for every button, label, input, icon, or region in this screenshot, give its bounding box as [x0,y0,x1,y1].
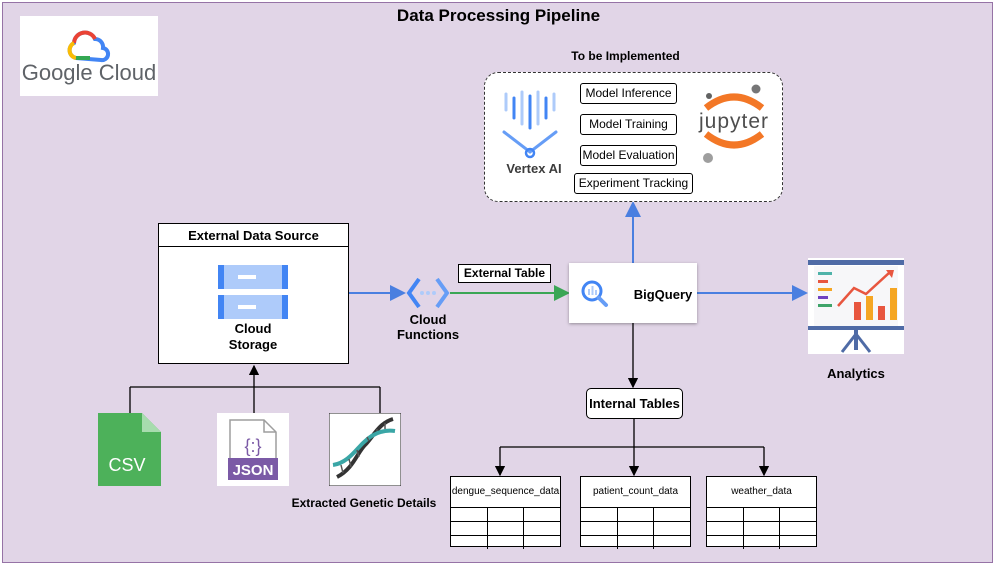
table-title: dengue_sequence_data [451,477,560,508]
table-patient-count-data: patient_count_data [580,476,691,549]
jupyter-label: jupyter [698,110,770,133]
cloud-storage-label-2: Storage [228,337,278,352]
json-file-icon: {:} [228,419,278,480]
dna-icon [329,413,401,486]
vertex-ai-icon [502,90,558,159]
csv-file-icon [98,413,161,486]
cloud-functions-label-1: Cloud [409,312,447,327]
json-label: JSON [232,462,274,479]
cloud-storage-label-1: Cloud [234,321,272,336]
bigquery-box [569,263,697,323]
table-weather-data: weather_data [706,476,817,549]
csv-label: CSV [108,455,146,475]
future-label: To be Implemented [571,49,680,63]
table-dengue-sequence-data: dengue_sequence_data [450,476,561,549]
external-data-source-header [158,223,349,247]
cloud-functions-icon [406,277,450,309]
task-model-inference: Model Inference [580,83,677,104]
internal-tables-label: Internal Tables [586,388,683,419]
google-cloud-icon [67,30,111,63]
cloud-storage-icon [218,265,288,319]
diagram-title: Data Processing Pipeline [396,6,601,25]
bigquery-icon [581,280,608,307]
analytics-icon [808,258,904,354]
genetic-details-label: Extracted Genetic Details [291,496,437,510]
svg-text:{:}: {:} [244,436,261,456]
task-model-training: Model Training [580,114,677,135]
task-experiment-tracking: Experiment Tracking [574,173,693,194]
bigquery-label: BigQuery [633,287,693,302]
google-cloud-logo: Google Cloud [20,16,158,96]
external-table-label: External Table [458,264,551,283]
analytics-label: Analytics [827,366,885,381]
table-title: weather_data [707,477,816,508]
cloud-functions-label-2: Functions [396,327,460,342]
task-model-evaluation: Model Evaluation [580,145,677,166]
table-title: patient_count_data [581,477,690,508]
jupyter-icon [703,84,765,163]
external-data-source-title: External Data Source [188,228,319,243]
google-cloud-wordmark: Google Cloud [21,60,157,85]
vertex-ai-label: Vertex AI [506,161,562,176]
